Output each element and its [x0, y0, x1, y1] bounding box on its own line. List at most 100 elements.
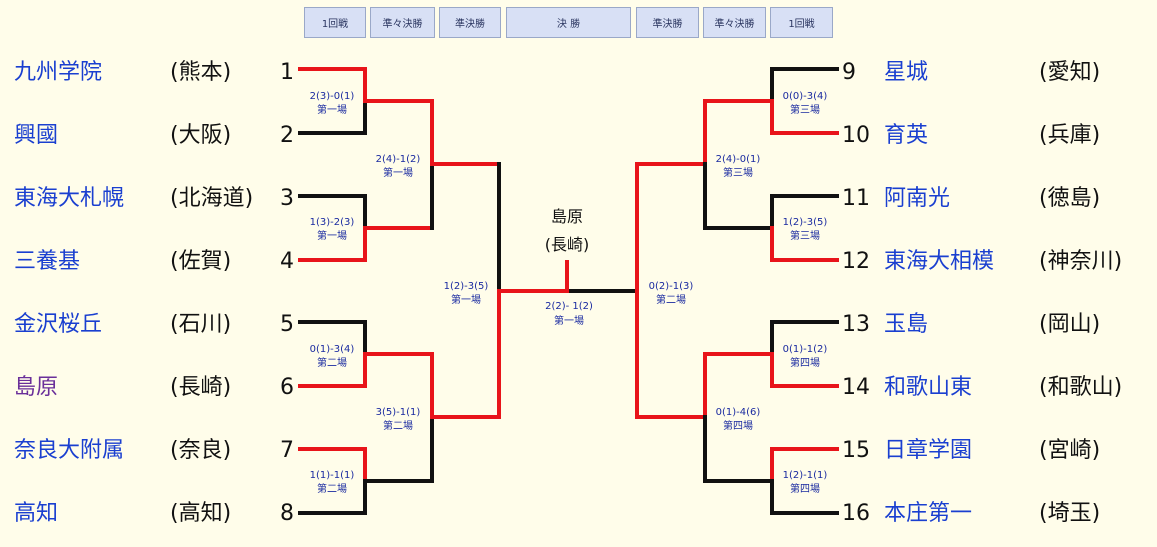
match-venue: 第一場 [317, 229, 347, 242]
tab-final[interactable]: 決 勝 [506, 7, 631, 38]
match-score: 2(4)-1(2) [376, 154, 421, 165]
bracket-line-l6 [298, 352, 367, 388]
match-venue: 第二場 [656, 293, 686, 306]
match-score: 2(2)- 1(2) [545, 301, 593, 312]
match-venue: 第二場 [317, 482, 347, 495]
match-score: 3(5)-1(1) [376, 407, 421, 418]
match-venue: 第三場 [790, 103, 820, 116]
match-score: 0(2)-1(3) [649, 281, 694, 292]
match-score: 0(1)-1(2) [783, 344, 828, 355]
match-score: 0(1)-4(6) [716, 407, 761, 418]
seed-left-6: 6 [280, 375, 294, 400]
match-venue: 第四場 [723, 419, 753, 432]
match-score: 2(4)-0(1) [716, 154, 761, 165]
match-score: 0(1)-3(4) [310, 344, 355, 355]
match-venue: 第二場 [383, 419, 413, 432]
team-name-right-9[interactable]: 星城 [884, 60, 929, 85]
match-venue: 第二場 [317, 356, 347, 369]
seed-left-4: 4 [280, 249, 294, 274]
tab-left-quarterfinal[interactable]: 準々決勝 [370, 7, 435, 38]
champion-pref: (長崎) [545, 235, 590, 254]
team-pref-right-12: (神奈川) [1039, 249, 1123, 274]
team-pref-left-3: (北海道) [170, 186, 254, 211]
tab-right-round1[interactable]: 1回戦 [770, 7, 833, 38]
seed-left-1: 1 [280, 60, 294, 85]
team-pref-right-10: (兵庫) [1039, 123, 1101, 148]
team-name-right-11[interactable]: 阿南光 [884, 186, 951, 211]
seed-right-10: 10 [842, 123, 870, 148]
tab-left-semifinal[interactable]: 準決勝 [439, 7, 501, 38]
seed-right-11: 11 [842, 186, 870, 211]
match-venue: 第一場 [317, 103, 347, 116]
team-name-left-7[interactable]: 奈良大附属 [14, 438, 125, 463]
tab-right-semifinal[interactable]: 準決勝 [636, 7, 699, 38]
team-name-left-8[interactable]: 高知 [14, 501, 59, 526]
team-pref-left-7: (奈良) [170, 438, 232, 463]
match-venue: 第三場 [723, 166, 753, 179]
seed-right-16: 16 [842, 501, 870, 526]
team-pref-right-15: (宮崎) [1039, 438, 1101, 463]
bracket-line-l2 [298, 99, 367, 135]
bracket-line-l7 [298, 447, 367, 483]
team-name-left-2[interactable]: 興國 [14, 123, 59, 148]
bracket-line-r10 [770, 99, 839, 135]
seed-left-2: 2 [280, 123, 294, 148]
team-pref-left-1: (熊本) [170, 60, 232, 85]
seed-right-13: 13 [842, 312, 870, 337]
bracket-line-l4 [298, 226, 367, 262]
match-score: 0(0)-3(4) [783, 91, 828, 102]
seed-left-3: 3 [280, 186, 294, 211]
seed-left-8: 8 [280, 501, 294, 526]
match-venue: 第一場 [451, 293, 481, 306]
bracket-line-r14 [770, 352, 839, 388]
team-pref-right-11: (徳島) [1039, 186, 1101, 211]
match-venue: 第一場 [554, 314, 584, 327]
bracket-line-r15 [770, 447, 839, 483]
tab-right-quarterfinal[interactable]: 準々決勝 [703, 7, 766, 38]
team-name-right-15[interactable]: 日章学園 [884, 438, 973, 463]
team-pref-left-6: (長崎) [170, 375, 232, 400]
match-score: 1(2)-3(5) [783, 217, 828, 228]
team-name-left-1[interactable]: 九州学院 [14, 60, 103, 85]
match-venue: 第四場 [790, 482, 820, 495]
team-name-right-10[interactable]: 育英 [884, 123, 929, 148]
team-name-right-13[interactable]: 玉島 [884, 312, 929, 337]
team-name-right-16[interactable]: 本庄第一 [884, 501, 973, 526]
seed-right-15: 15 [842, 438, 870, 463]
match-venue: 第三場 [790, 229, 820, 242]
bracket-line-r16 [770, 479, 839, 515]
team-pref-left-5: (石川) [170, 312, 232, 337]
bracket-line-l5 [298, 320, 367, 356]
team-pref-left-2: (大阪) [170, 123, 232, 148]
match-venue: 第一場 [383, 166, 413, 179]
bracket-line-l8 [298, 479, 367, 515]
team-name-right-12[interactable]: 東海大相模 [884, 249, 995, 274]
team-pref-right-16: (埼玉) [1039, 501, 1101, 526]
champion-name: 島原 [551, 207, 583, 226]
tab-left-round1[interactable]: 1回戦 [304, 7, 366, 38]
match-venue: 第四場 [790, 356, 820, 369]
team-pref-left-4: (佐賀) [170, 249, 232, 274]
bracket-line-l1 [298, 67, 367, 103]
bracket-line-r9 [770, 67, 839, 103]
team-name-left-5[interactable]: 金沢桜丘 [14, 312, 103, 337]
bracket-line-l3 [298, 194, 367, 230]
team-name-right-14[interactable]: 和歌山東 [884, 375, 973, 400]
team-pref-left-8: (高知) [170, 501, 232, 526]
team-name-left-4[interactable]: 三養基 [14, 249, 81, 274]
round-header-bar: 1回戦 準々決勝 準決勝 決 勝 準決勝 準々決勝 1回戦 [0, 0, 1157, 44]
team-name-left-3[interactable]: 東海大札幌 [14, 186, 125, 211]
seed-left-7: 7 [280, 438, 294, 463]
team-pref-right-9: (愛知) [1039, 60, 1101, 85]
seed-left-5: 5 [280, 312, 294, 337]
team-pref-right-13: (岡山) [1039, 312, 1101, 337]
team-name-left-6[interactable]: 島原 [14, 375, 59, 400]
seed-right-12: 12 [842, 249, 870, 274]
match-score: 1(2)-3(5) [444, 281, 489, 292]
seed-right-9: 9 [842, 60, 856, 85]
match-score: 1(2)-1(1) [783, 470, 828, 481]
match-score: 1(3)-2(3) [310, 217, 355, 228]
team-pref-right-14: (和歌山) [1039, 375, 1123, 400]
match-score: 1(1)-1(1) [310, 470, 355, 481]
